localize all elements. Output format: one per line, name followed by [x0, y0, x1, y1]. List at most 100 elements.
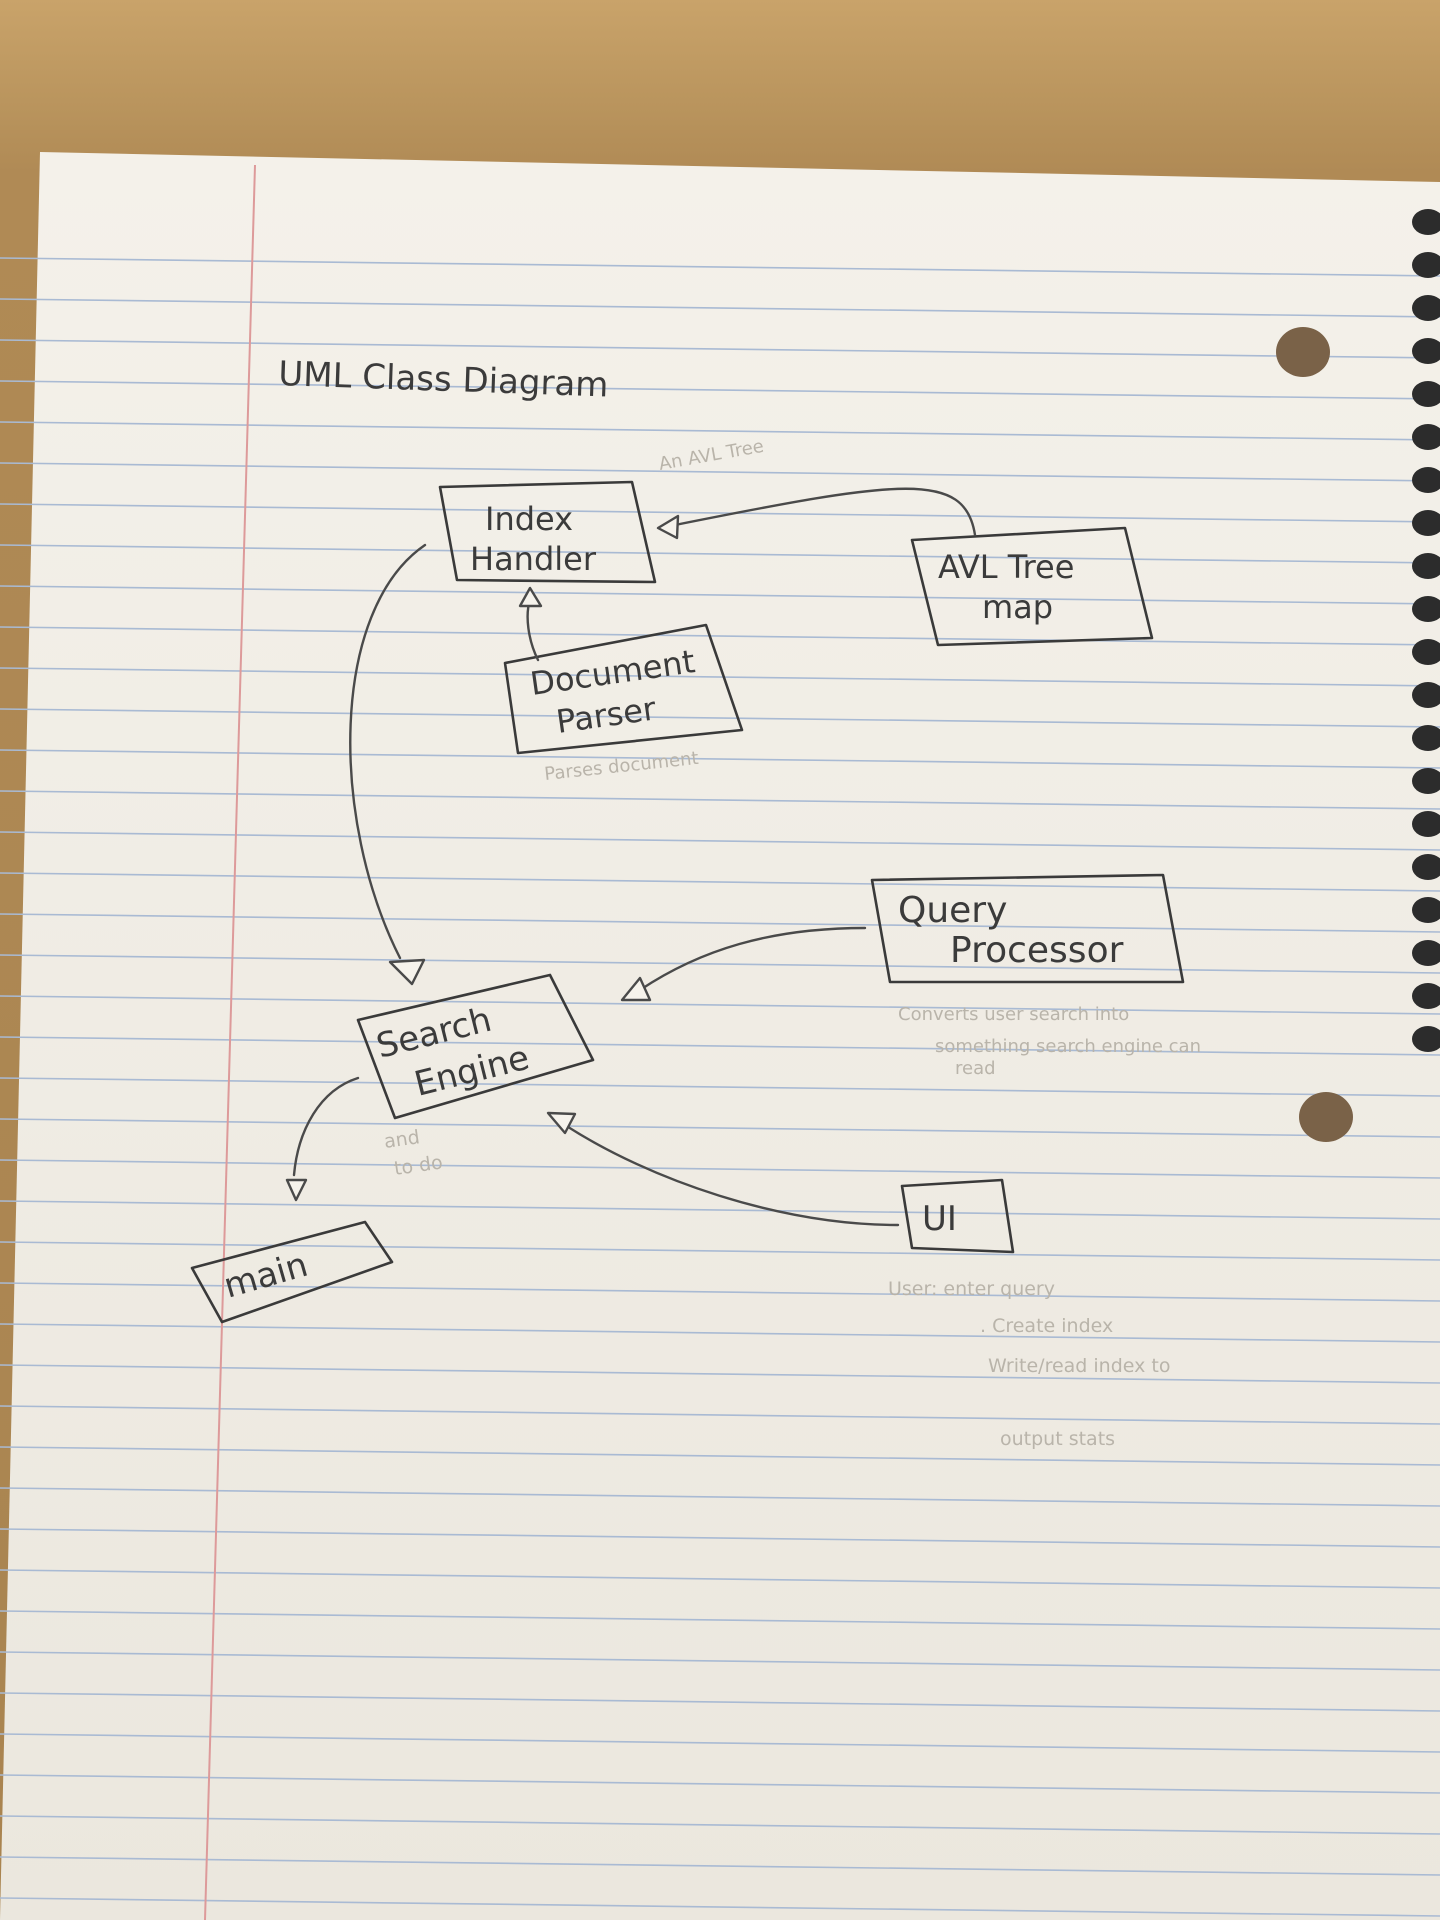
ruled-line: [0, 1159, 1440, 1179]
edge-ui-to-search-engine-arrowhead: [546, 1111, 577, 1135]
ruled-line: [0, 257, 1440, 277]
spiral-coil: [1412, 897, 1440, 923]
spiral-coil: [1412, 209, 1440, 235]
ruled-line: [0, 1364, 1440, 1384]
query-processor-label-2: Processor: [950, 930, 1124, 971]
spiral-coil: [1412, 983, 1440, 1009]
ruled-line: [0, 421, 1440, 441]
faint-note-query-processor-2: something search engine can: [935, 1036, 1201, 1057]
edge-ui-to-search-engine: [563, 1123, 900, 1227]
spiral-coil: [1412, 424, 1440, 450]
faint-note-ui-4: output stats: [1000, 1428, 1115, 1450]
edge-avl-to-index-handler: [673, 487, 977, 537]
index-handler-label-1: Index: [485, 500, 573, 538]
ruled-line: [0, 1774, 1440, 1794]
ruled-line: [0, 1405, 1440, 1425]
edge-avl-to-index-handler-arrowhead: [656, 514, 680, 540]
ruled-line: [0, 1487, 1440, 1507]
avl-tree-map-box: [910, 526, 1154, 647]
index-handler-label-2: Handler: [470, 540, 597, 578]
ruled-line: [0, 1856, 1440, 1876]
ruled-line: [0, 913, 1440, 933]
ruled-line: [0, 872, 1440, 892]
edge-index-handler-to-search-engine-arrowhead: [388, 958, 426, 986]
spiral-coil: [1412, 725, 1440, 751]
ruled-line: [0, 1528, 1440, 1548]
spiral-coil: [1412, 252, 1440, 278]
edge-search-engine-to-main-arrowhead: [285, 1178, 308, 1202]
spiral-coil: [1412, 467, 1440, 493]
ruled-line: [0, 1282, 1440, 1302]
spiral-coil: [1412, 811, 1440, 837]
edge-query-processor-to-search-engine-arrowhead: [620, 976, 652, 1002]
spiral-coil: [1412, 295, 1440, 321]
ruled-line: [0, 585, 1440, 605]
spiral-coil: [1412, 639, 1440, 665]
ruled-line: [0, 626, 1440, 646]
avl-tree-map-label-2: map: [982, 588, 1053, 626]
ruled-line: [0, 339, 1440, 359]
edge-query-processor-to-search-engine: [638, 926, 867, 992]
search-engine-box: [356, 973, 595, 1120]
ruled-line: [0, 1692, 1440, 1712]
notebook-page: [0, 152, 1440, 1920]
spiral-coil: [1412, 553, 1440, 579]
ruled-line: [0, 1651, 1440, 1671]
spiral-coil: [1412, 596, 1440, 622]
ruled-line: [0, 1815, 1440, 1835]
spiral-coil: [1412, 338, 1440, 364]
ruled-line: [0, 1610, 1440, 1630]
faint-note-ui-1: User: enter query: [888, 1278, 1055, 1300]
margin-line: [204, 164, 256, 1920]
faint-note-query-processor-3: read: [955, 1058, 996, 1079]
ruled-line: [0, 1118, 1440, 1138]
ruled-line: [0, 954, 1440, 974]
faint-note-main-1: and: [383, 1126, 421, 1153]
binder-hole-top: [1276, 327, 1330, 377]
spiral-coil: [1412, 1026, 1440, 1052]
edge-search-engine-to-main: [292, 1076, 360, 1177]
ruled-line: [0, 380, 1440, 400]
ruled-line: [0, 1446, 1440, 1466]
ruled-line: [0, 462, 1440, 482]
ruled-line: [0, 1569, 1440, 1589]
spiral-coil: [1412, 768, 1440, 794]
edge-index-handler-to-search-engine: [349, 543, 427, 960]
query-processor-label-1: Query: [898, 890, 1007, 931]
binder-hole-middle: [1299, 1092, 1353, 1142]
ruled-line: [0, 298, 1440, 318]
faint-note-ui-2: . Create index: [980, 1315, 1113, 1337]
ruled-line: [0, 1897, 1440, 1917]
node-query-processor: Query Processor: [870, 873, 1185, 984]
ruled-line: [0, 831, 1440, 851]
spiral-coil: [1412, 682, 1440, 708]
spiral-binding: [1412, 209, 1440, 1052]
ruled-line: [0, 790, 1440, 810]
ruled-line: [0, 1036, 1440, 1056]
node-avl-tree-map: AVL Tree map: [910, 526, 1154, 647]
ui-box: [900, 1178, 1015, 1254]
spiral-coil: [1412, 854, 1440, 880]
spiral-coil: [1412, 940, 1440, 966]
faint-note-ui-3: Write/read index to: [988, 1355, 1171, 1377]
spiral-coil: [1412, 510, 1440, 536]
ruled-line: [0, 503, 1440, 523]
ruled-line: [0, 544, 1440, 564]
ui-label: UI: [922, 1199, 957, 1239]
ruled-line: [0, 995, 1440, 1015]
spiral-coil: [1412, 381, 1440, 407]
ruled-line: [0, 1077, 1440, 1097]
main-box: [190, 1220, 394, 1324]
ruled-line: [0, 1200, 1440, 1220]
edge-document-parser-to-index-handler-arrowhead: [518, 586, 543, 608]
document-parser-box: [503, 623, 744, 755]
faint-note-query-processor-1: Converts user search into: [898, 1004, 1129, 1025]
ruled-line: [0, 1241, 1440, 1261]
ruled-lines: [0, 257, 1440, 1917]
edges: [285, 487, 977, 1227]
index-handler-box: [438, 480, 657, 584]
ruled-line: [0, 749, 1440, 769]
query-processor-box: [870, 873, 1185, 984]
ruled-line: [0, 1733, 1440, 1753]
